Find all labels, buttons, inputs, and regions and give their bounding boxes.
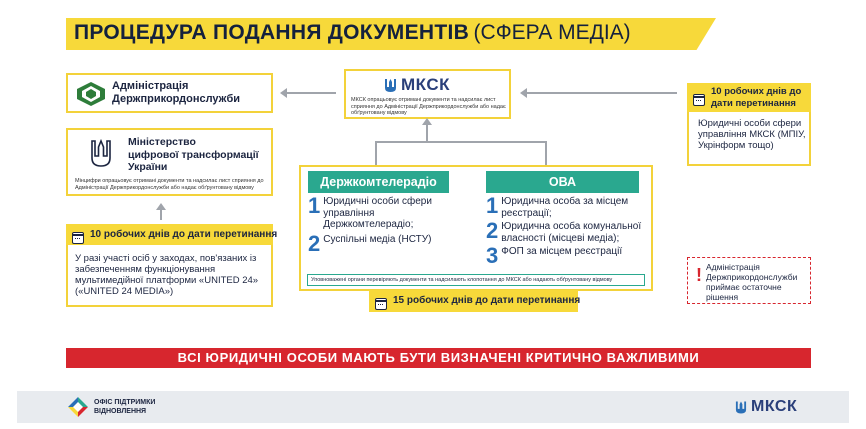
arrow-connector-right: [545, 141, 547, 165]
mkck-box: МКСК МКСК опрацьовує отримані документи …: [344, 69, 511, 119]
mincifra-name-line2: цифрової трансформації: [128, 148, 259, 161]
arrow-mkck-to-dpsu: [286, 92, 336, 94]
col1-header: Держкомтелерадіо: [308, 171, 449, 193]
arrow-connector-left: [375, 141, 377, 165]
center-footnote: Уповноважені органи перевіряють документ…: [307, 274, 645, 286]
item-number: 2: [486, 218, 499, 243]
calendar-icon-left: [72, 231, 84, 244]
mkck-logo: МКСК: [384, 75, 450, 95]
arrow-head-up: [156, 203, 166, 210]
office-logo-icon: [68, 397, 88, 417]
item-number: 2: [308, 230, 321, 256]
left-days-text: 10 робочих днів до дати перетинання: [90, 229, 278, 240]
center-days-label: 15 робочих днів до дати перетинання: [369, 290, 581, 312]
arrow-head-up-center: [422, 118, 432, 125]
col2-header: ОВА: [486, 171, 639, 193]
footer-mkck-logo: МКСК: [735, 398, 797, 416]
trident-icon-footer: [735, 401, 747, 413]
col1-list: 1 Юридичні особи сфери управління Держко…: [308, 193, 453, 256]
title-bold: ПРОЦЕДУРА ПОДАННЯ ДОКУМЕНТІВ: [74, 21, 470, 44]
item-number: 1: [486, 193, 499, 218]
arrow-head-left: [280, 88, 287, 98]
calendar-icon: [693, 93, 705, 106]
arrow-right-to-mkck: [527, 92, 677, 94]
office-name-line1: ОФІС ПІДТРИМКИ: [94, 399, 156, 406]
red-banner-text: ВСІ ЮРИДИЧНІ ОСОБИ МАЮТЬ БУТИ ВИЗНАЧЕНІ …: [177, 350, 700, 365]
red-banner: ВСІ ЮРИДИЧНІ ОСОБИ МАЮТЬ БУТИ ВИЗНАЧЕНІ …: [66, 348, 811, 368]
dpsu-emblem-icon: [77, 82, 105, 106]
list-item: 1 Юридична особа за місцем реєстрації;: [486, 193, 644, 219]
col2-list: 1 Юридична особа за місцем реєстрації; 2…: [486, 193, 644, 268]
calendar-icon-center: [375, 297, 387, 310]
item-number: 3: [486, 243, 499, 268]
mkck-note: МКСК опрацьовує отримані документи та на…: [351, 97, 506, 116]
dpsu-name: Адміністрація Держприкордонслужби: [112, 80, 272, 106]
list-item: 2 Юридична особа комунальної власності (…: [486, 218, 644, 244]
arrow-head-left-2: [520, 88, 527, 98]
trident-icon-mincifra: [91, 139, 111, 167]
item-text: Юридична особа комунальної власності (мі…: [501, 221, 642, 244]
trident-icon: [385, 78, 396, 92]
office-name-line2: ВІДНОВЛЕННЯ: [94, 407, 147, 415]
left-days-box: У разі участі осіб у заходах, пов'язаних…: [66, 245, 273, 307]
warning-mark: !: [696, 265, 702, 285]
right-days-text: 10 робочих днів до дати перетинання: [711, 86, 802, 109]
dpsu-name-line2: Держприкордонслужби: [112, 93, 241, 105]
mincifra-name: Міністерство цифрової трансформації Укра…: [128, 136, 268, 174]
mkck-logo-text: МКСК: [401, 75, 450, 94]
mincifra-name-line1: Міністерство: [128, 136, 196, 148]
center-box: Держкомтелерадіо ОВА 1 Юридичні особи сф…: [299, 165, 653, 291]
right-days-label: 10 робочих днів до дати перетинання: [687, 83, 811, 113]
dpsu-box: Адміністрація Держприкордонслужби: [66, 73, 273, 113]
center-footnote-text: Уповноважені органи перевіряють документ…: [311, 277, 613, 283]
item-text: Суспільні медіа (НСТУ): [323, 233, 432, 245]
title-banner: [66, 18, 716, 50]
list-item: 1 Юридичні особи сфери управління Держко…: [308, 193, 453, 231]
item-number: 1: [308, 193, 321, 218]
item-text: ФОП за місцем реєстрації: [501, 246, 623, 257]
center-days-text: 15 робочих днів до дати перетинання: [393, 295, 581, 306]
right-box: Юридичні особи сфери управління МКСК (МП…: [687, 112, 811, 166]
item-text: Юридична особа за місцем реєстрації;: [501, 196, 629, 219]
warning-box: ! Адміністрація Держприкордонслужби прий…: [687, 257, 811, 304]
arrow-connector-h: [375, 141, 547, 143]
arrow-days-to-mincifra: [160, 210, 162, 220]
page-title: ПРОЦЕДУРА ПОДАННЯ ДОКУМЕНТІВ (СФЕРА МЕДІ…: [74, 21, 631, 45]
right-box-text: Юридичні особи сфери управління МКСК (МП…: [698, 118, 806, 151]
list-item: 3 ФОП за місцем реєстрації: [486, 243, 644, 268]
mincifra-name-line3: України: [128, 161, 168, 173]
left-days-box-text: У разі участі осіб у заходах, пов'язаних…: [75, 253, 259, 297]
footer: ОФІС ПІДТРИМКИ ВІДНОВЛЕННЯ МКСК: [17, 391, 849, 423]
title-light: (СФЕРА МЕДІА): [473, 21, 631, 44]
left-days-label: 10 робочих днів до дати перетинання: [66, 224, 277, 246]
item-text: Юридичні особи сфери управління Держкомт…: [323, 196, 432, 230]
mincifra-note: Мінцифри опрацьовує отримані документи т…: [75, 178, 264, 191]
mincifra-box: Міністерство цифрової трансформації Укра…: [66, 128, 273, 196]
office-name: ОФІС ПІДТРИМКИ ВІДНОВЛЕННЯ: [94, 399, 155, 416]
footer-mkck-text: МКСК: [751, 398, 798, 415]
arrow-connector-up: [426, 124, 428, 142]
list-item: 2 Суспільні медіа (НСТУ): [308, 230, 453, 256]
dpsu-name-line1: Адміністрація: [112, 80, 189, 92]
warning-text: Адміністрація Держприкордонслужби прийма…: [706, 262, 798, 302]
